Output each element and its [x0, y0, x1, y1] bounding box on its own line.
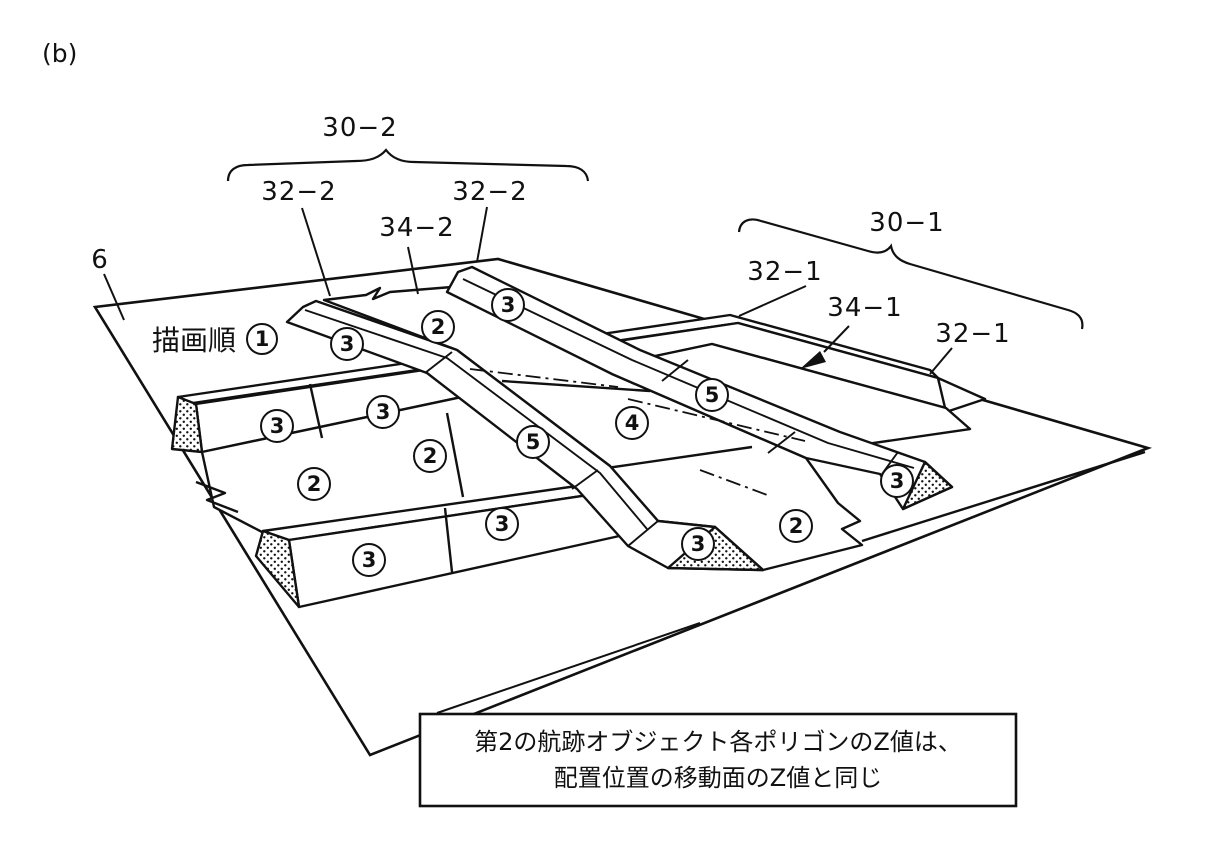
order-marker: 3 [681, 527, 715, 561]
draw-order-annotation: 描画順 1 [152, 323, 278, 357]
label-32-1-left: 32−1 [747, 257, 822, 287]
svg-text:3: 3 [890, 469, 905, 493]
leader-34-2 [407, 246, 419, 295]
strip-edge-line [861, 450, 1146, 543]
order-marker: 3 [491, 288, 525, 322]
order-marker: 2 [297, 467, 331, 501]
arrowhead-34-1 [800, 351, 826, 369]
draw-order-number: 1 [255, 327, 270, 351]
svg-text:5: 5 [526, 430, 541, 454]
ridge-32-2-right-cut-cap [901, 460, 954, 511]
order-marker: 3 [485, 507, 519, 541]
polygon-divider [445, 412, 465, 498]
label-34-1: 34−1 [827, 293, 902, 323]
order-marker: 3 [260, 409, 294, 443]
hidden-edge-lines [469, 368, 806, 497]
svg-text:4: 4 [625, 411, 640, 435]
break-symbol [195, 480, 239, 514]
draw-order-text: 描画順 [152, 324, 236, 357]
hidden-edge [699, 469, 771, 497]
polygon-divider [661, 359, 689, 382]
label-30-2: 30−2 [322, 113, 397, 143]
leader-32-1-left [738, 285, 807, 317]
brace-30-1 [737, 218, 1084, 330]
svg-text:3: 3 [270, 414, 285, 438]
polygon-divider [571, 469, 599, 490]
label-6: 6 [91, 245, 109, 275]
order-marker: 3 [880, 464, 914, 498]
polygon-divider [424, 351, 453, 374]
order-marker: 3 [330, 327, 364, 361]
label-32-2-right: 32−2 [452, 177, 527, 207]
svg-text:2: 2 [789, 514, 804, 538]
polygon-divider [443, 507, 454, 573]
svg-text:3: 3 [501, 293, 516, 317]
order-marker: 5 [695, 378, 729, 412]
draw-order-circle [246, 323, 278, 355]
ridge-crest-line [462, 278, 915, 469]
hidden-edge [627, 398, 806, 442]
brace-30-2 [226, 148, 590, 182]
polygon-divider [308, 383, 324, 439]
polygon-divider [606, 445, 753, 470]
label-34-2: 34−2 [379, 213, 454, 243]
ridge-crest-line [304, 309, 648, 530]
svg-text:3: 3 [376, 400, 391, 424]
leader-34-1 [823, 325, 850, 353]
leader-6 [103, 273, 125, 321]
leader-caption-box [436, 622, 701, 714]
order-marker: 3 [366, 395, 400, 429]
svg-text:2: 2 [431, 315, 446, 339]
order-marker: 4 [615, 406, 649, 440]
order-marker: 2 [413, 439, 447, 473]
figure-label: (b) [42, 39, 77, 68]
ridge-face-edge [627, 520, 659, 547]
svg-text:2: 2 [307, 472, 322, 496]
caption-box: 第2の航跡オブジェクト各ポリゴンのZ値は、 配置位置の移動面のZ値と同じ [418, 712, 1018, 808]
leader-lines [103, 206, 953, 714]
leader-32-1-right [929, 347, 953, 375]
order-marker: 3 [352, 543, 386, 577]
svg-text:3: 3 [340, 332, 355, 356]
svg-text:3: 3 [362, 548, 377, 572]
polygon-divider [767, 431, 796, 454]
caption-line-2: 配置位置の移動面のZ値と同じ [554, 764, 882, 792]
caption-line-1: 第2の航跡オブジェクト各ポリゴンのZ値は、 [474, 728, 962, 756]
svg-text:3: 3 [495, 512, 510, 536]
polygon-divider [501, 379, 651, 393]
label-32-1-right: 32−1 [935, 319, 1010, 349]
svg-text:3: 3 [691, 532, 706, 556]
svg-text:5: 5 [705, 383, 720, 407]
order-marker: 2 [421, 310, 455, 344]
svg-text:2: 2 [423, 444, 438, 468]
leader-32-2-left [301, 207, 331, 297]
leader-32-2-right [476, 206, 488, 263]
order-marker: 2 [779, 509, 813, 543]
ridge-32-1-back-endface [936, 376, 987, 414]
order-marker: 5 [516, 425, 550, 459]
draw-order-markers: 3 2 3 3 3 2 2 5 4 5 3 3 3 2 3 [260, 288, 914, 577]
label-32-2-left: 32−2 [261, 177, 336, 207]
label-30-1: 30−1 [869, 208, 944, 238]
hidden-edge [469, 368, 619, 388]
ridge-32-1-front-cut-cap [254, 529, 301, 609]
